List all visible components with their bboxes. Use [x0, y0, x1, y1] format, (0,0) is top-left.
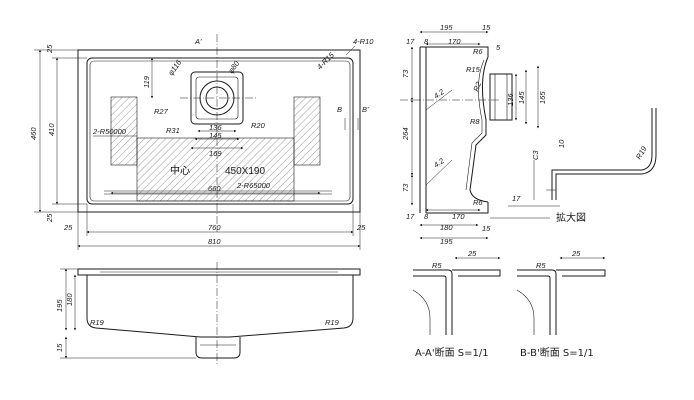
dim-195-side-bottom: 195 — [440, 237, 453, 246]
dim-169: 169 — [209, 149, 222, 158]
dim-25-right: 25 — [356, 223, 366, 232]
dim-170-side-top: 170 — [448, 37, 461, 46]
dim-r2-side: R2 — [471, 80, 483, 93]
dim-25-left: 25 — [63, 223, 73, 232]
side-trap-box — [489, 73, 513, 121]
dim-r20: R20 — [251, 121, 266, 130]
plan-outer-flange — [77, 49, 361, 213]
dim-10-detail: 10 — [557, 139, 566, 148]
dim-17-bottom: 17 — [406, 212, 415, 221]
dim-25-section-a: 25 — [467, 249, 477, 258]
section-b-view: 25 R5 B-B'断面 S=1/1 — [516, 249, 606, 359]
dim-r15-side: R15 — [466, 65, 481, 74]
dim-170-bottom: 170 — [452, 212, 465, 221]
dim-73-top: 73 — [401, 69, 410, 78]
dim-660: 660 — [208, 184, 221, 193]
label-size: 450X190 — [225, 166, 265, 177]
section-a-top: A' — [194, 37, 202, 46]
dim-136-side: 136 — [506, 93, 515, 106]
label-center: 中心 — [170, 164, 190, 177]
dim-25-top: 25 — [45, 44, 54, 54]
side-section-view: 195 15 17 8 170 5 R6 73 264 73 4.2 4.2 1… — [400, 23, 547, 246]
plan-view: 136 145 169 660 中心 450X190 R27 R31 R20 φ… — [29, 34, 374, 250]
dim-r6-bottom: R6 — [473, 198, 483, 207]
detail-profile-outer — [551, 108, 653, 200]
dim-460: 460 — [29, 127, 38, 140]
front-flange — [77, 268, 361, 276]
side-top-flange — [420, 46, 489, 57]
caption-section-a: A-A'断面 S=1/1 — [415, 346, 489, 359]
section-a-outer — [413, 269, 453, 335]
section-b2: B' — [362, 105, 369, 114]
dim-165-side: 165 — [538, 91, 547, 104]
dim-15-side-top: 15 — [482, 23, 491, 32]
dim-25-section-b: 25 — [571, 249, 581, 258]
dim-r31: R31 — [166, 126, 180, 135]
dim-180-side: 180 — [440, 223, 453, 232]
dim-119: 119 — [142, 75, 151, 88]
dim-25-bottom: 25 — [45, 213, 54, 223]
label-detail: 拡大図 — [556, 211, 586, 224]
dim-17-side-top: 17 — [406, 37, 415, 46]
dim-195-side-top: 195 — [440, 23, 453, 32]
dim-42-top: 4.2 — [432, 87, 446, 101]
side-bowl-profile — [469, 56, 489, 203]
dim-410: 410 — [47, 123, 56, 136]
dim-c3: C3 — [531, 150, 540, 160]
dim-73-bottom: 73 — [401, 183, 410, 192]
dim-15-front: 15 — [55, 343, 64, 352]
dim-r8-side: R8 — [470, 117, 480, 126]
dim-5: 5 — [496, 43, 501, 52]
section-a-view: 25 R5 A-A'断面 S=1/1 — [412, 249, 501, 359]
caption-section-b: B-B'断面 S=1/1 — [520, 346, 594, 359]
dim-15-bottom: 15 — [482, 224, 491, 233]
dim-136: 136 — [209, 123, 222, 132]
dim-4r10: 4-R10 — [353, 37, 374, 46]
plan-grid-left — [110, 96, 138, 166]
section-a-inner — [413, 275, 447, 335]
dim-760: 760 — [208, 223, 221, 232]
section-b: B — [337, 105, 342, 114]
dim-810: 810 — [208, 237, 221, 246]
section-b-inner — [517, 275, 551, 335]
dim-264: 264 — [401, 127, 410, 141]
front-bowl — [86, 275, 354, 338]
dim-phi116: φ116 — [166, 58, 184, 78]
dim-180-front: 180 — [65, 293, 74, 306]
plan-bowl — [86, 57, 354, 205]
dim-r5-section-a: R5 — [432, 261, 442, 270]
front-drain — [195, 337, 241, 359]
dim-r19-detail: R19 — [634, 144, 649, 161]
dim-17-detail: 17 — [512, 194, 521, 203]
detail-view: 10 C3 R19 17 拡大図 — [490, 108, 657, 224]
dim-r19-left: R19 — [90, 318, 105, 327]
dim-r6-top: R6 — [473, 47, 483, 56]
dim-145: 145 — [209, 131, 222, 140]
dim-r19-right: R19 — [325, 318, 340, 327]
dim-r65000: 2-R65000 — [236, 181, 271, 190]
dim-r50000: 2-R50000 — [92, 127, 127, 136]
dim-r27: R27 — [154, 107, 169, 116]
section-b-outer — [517, 269, 557, 335]
side-bottom-flange — [426, 202, 489, 214]
plan-grid-right — [293, 96, 321, 166]
dim-8-side-top: 8 — [424, 37, 429, 46]
detail-profile-inner — [555, 108, 657, 200]
dim-145-side: 145 — [517, 91, 526, 104]
dim-r5-section-b: R5 — [536, 261, 546, 270]
dim-195-front: 195 — [55, 299, 64, 312]
front-view: 195 180 15 R19 R19 — [55, 262, 361, 365]
dim-8-bottom: 8 — [424, 212, 429, 221]
